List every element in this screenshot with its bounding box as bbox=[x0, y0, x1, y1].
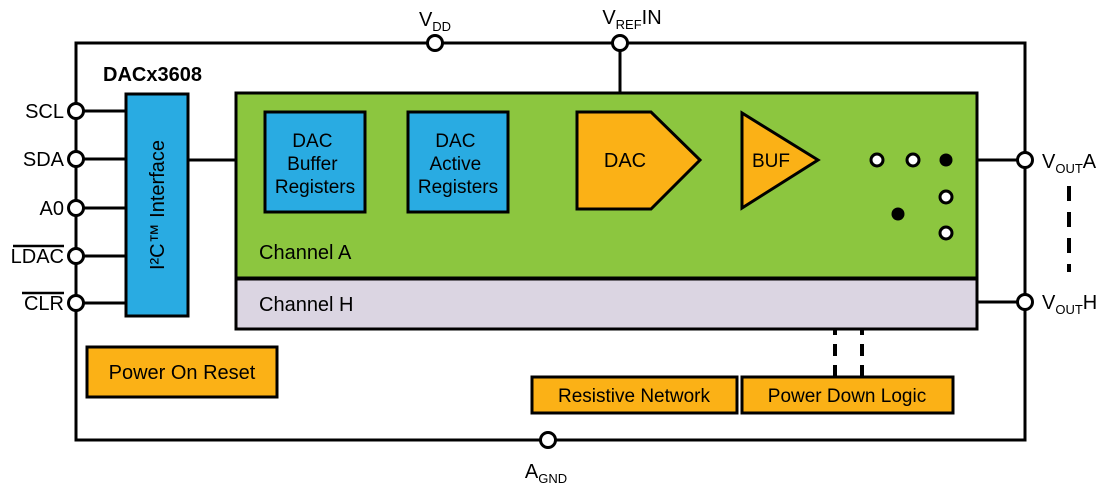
buf-label: BUF bbox=[752, 151, 790, 172]
buf-amplifier bbox=[740, 110, 821, 211]
dac-active-registers-label: DAC Active Registers bbox=[418, 131, 498, 198]
scl-label: SCL bbox=[25, 101, 64, 123]
vouta-label: VOUTA bbox=[1042, 151, 1097, 176]
chip-title: DACx3608 bbox=[103, 64, 202, 86]
resistive-network-block bbox=[530, 375, 739, 415]
dac-buffer-registers-block bbox=[263, 110, 367, 214]
ldac-terminal bbox=[67, 247, 85, 265]
vrefin-terminal bbox=[611, 34, 629, 52]
junction-dot-output bbox=[939, 153, 953, 167]
switch1-contact-left bbox=[869, 152, 885, 168]
channel-a-label: Channel A bbox=[259, 242, 352, 264]
a0-label: A0 bbox=[40, 198, 64, 220]
channel-h-label: Channel H bbox=[259, 294, 354, 316]
a0-terminal bbox=[67, 199, 85, 217]
power-on-reset-label: Power On Reset bbox=[109, 362, 256, 384]
terminals bbox=[67, 34, 1034, 449]
switch2-contact-bottom bbox=[938, 225, 954, 241]
i2c-interface-block bbox=[124, 92, 190, 318]
clr-terminal bbox=[67, 294, 85, 312]
agnd-terminal bbox=[539, 431, 557, 449]
sda-terminal bbox=[67, 150, 85, 168]
vouth-terminal bbox=[1016, 293, 1034, 311]
channel-h-block bbox=[234, 277, 979, 331]
vouta-terminal bbox=[1016, 151, 1034, 169]
sda-label: SDA bbox=[23, 149, 65, 171]
power-down-logic-label: Power Down Logic bbox=[768, 386, 926, 407]
left-pin-labels: SCL SDA A0 LDAC CLR bbox=[11, 101, 65, 315]
vrefin-label: VREFIN bbox=[602, 7, 661, 32]
power-on-reset-block bbox=[85, 345, 279, 399]
junction-dot-control bbox=[891, 207, 905, 221]
scl-terminal bbox=[67, 102, 85, 120]
agnd-label: AGND bbox=[525, 461, 567, 486]
dac-buffer-registers-label: DAC Buffer Registers bbox=[275, 131, 355, 198]
dac-active-registers-block bbox=[406, 110, 510, 214]
vdd-label: VDD bbox=[419, 9, 451, 34]
vdd-terminal bbox=[426, 34, 444, 52]
resistive-network-label: Resistive Network bbox=[558, 386, 711, 407]
dac-label: DAC bbox=[604, 150, 646, 172]
switch1-contact-right bbox=[905, 152, 921, 168]
clr-label: CLR bbox=[24, 293, 64, 315]
power-down-logic-block bbox=[740, 375, 955, 415]
i2c-interface-label: I²C™ Interface bbox=[147, 140, 169, 270]
dac-block bbox=[575, 110, 703, 211]
vouth-label: VOUTH bbox=[1042, 292, 1097, 317]
switch2-contact-top bbox=[938, 189, 954, 205]
ldac-label: LDAC bbox=[11, 246, 64, 268]
output-switches bbox=[869, 152, 954, 241]
